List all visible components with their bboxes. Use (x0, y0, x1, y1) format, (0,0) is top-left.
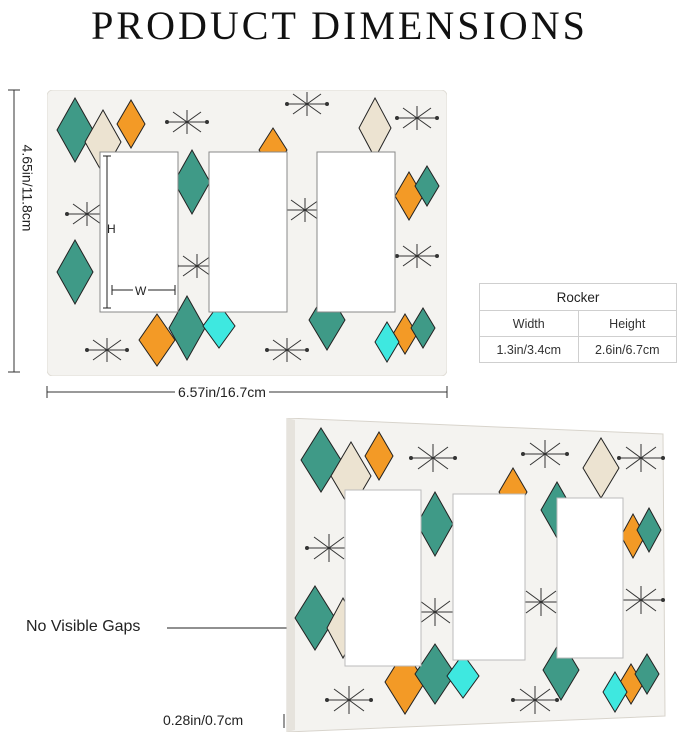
width-dimension-label: 6.57in/16.7cm (175, 384, 269, 400)
width-marker-label: W (133, 284, 149, 298)
front-wall-plate (47, 90, 447, 376)
angled-wall-plate (286, 418, 666, 732)
spec-table-header: Rocker (479, 283, 677, 311)
height-marker-label: H (107, 222, 116, 236)
no-visible-gaps-callout: No Visible Gaps (26, 618, 141, 635)
page-title: PRODUCT DIMENSIONS (91, 3, 588, 48)
height-dimension-label: 4.65in/11.8cm (19, 142, 36, 234)
spec-width-value: 1.3in/3.4cm (479, 336, 579, 363)
spec-col-width: Width (479, 310, 579, 337)
spec-height-value: 2.6in/6.7cm (577, 336, 677, 363)
rocker-spec-table: Rocker Width Height 1.3in/3.4cm 2.6in/6.… (479, 283, 677, 363)
spec-col-height: Height (577, 310, 677, 337)
thickness-dimension-label: 0.28in/0.7cm (163, 712, 244, 728)
